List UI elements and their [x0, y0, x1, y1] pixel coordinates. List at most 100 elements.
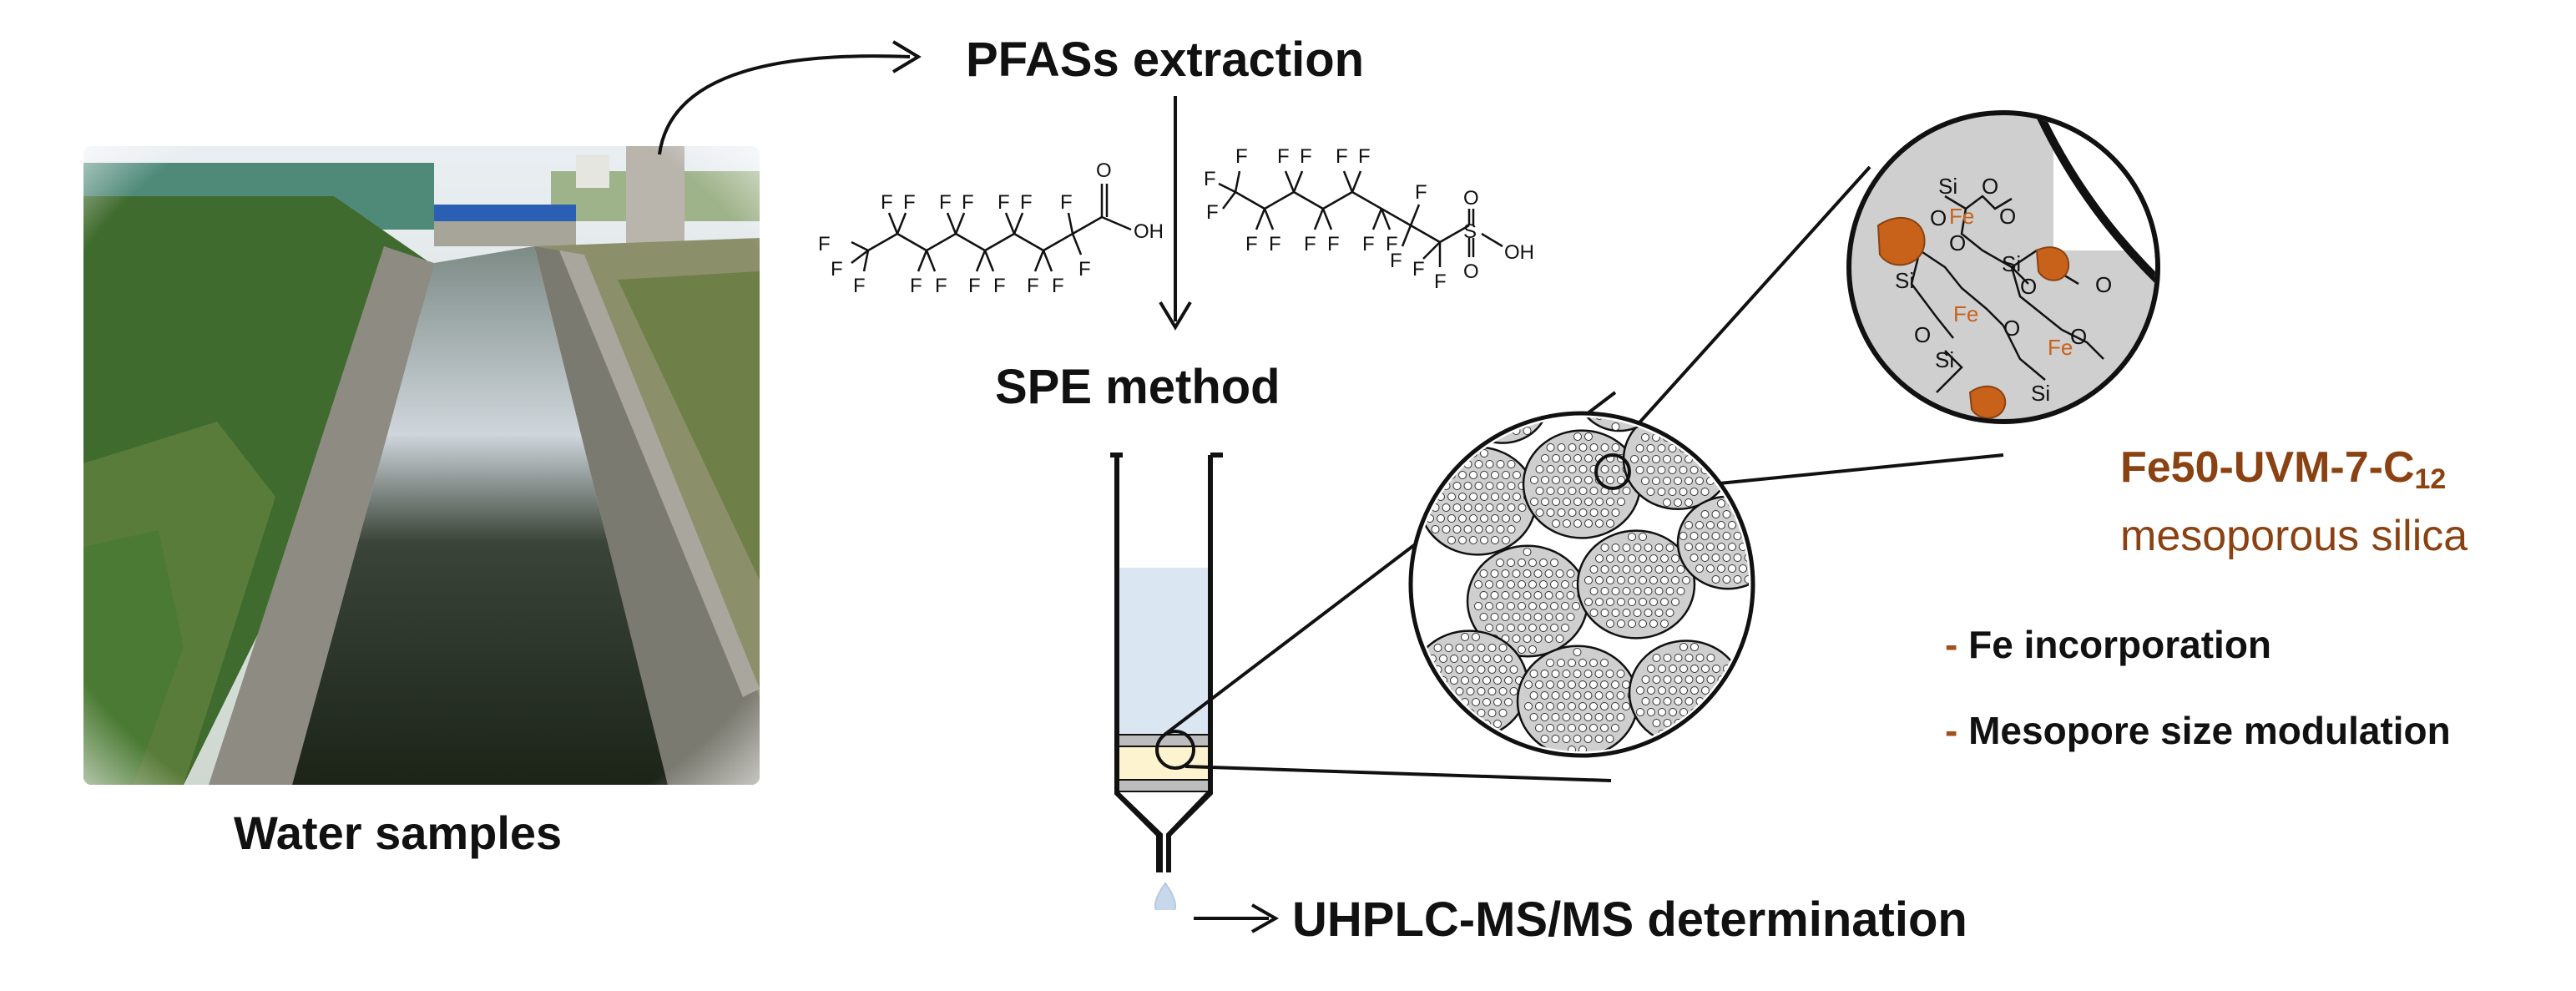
pore [1568, 680, 1576, 689]
pore [1568, 487, 1577, 495]
pore [1509, 687, 1518, 695]
pore [1479, 427, 1488, 435]
pore [1657, 488, 1666, 496]
pore [1578, 443, 1588, 452]
pore [1600, 724, 1609, 732]
pore [1529, 670, 1538, 678]
pore [1657, 444, 1666, 453]
pore [1539, 624, 1548, 632]
pore [1641, 433, 1649, 442]
pore [1477, 709, 1486, 717]
pore [1701, 730, 1710, 738]
pore [1491, 536, 1499, 544]
pore [1654, 544, 1664, 552]
pore [1502, 536, 1510, 544]
pore [1600, 587, 1609, 595]
pore [1674, 654, 1683, 662]
pore [1695, 719, 1705, 727]
pore [1512, 635, 1521, 643]
pore [1502, 406, 1509, 413]
pore [1550, 559, 1558, 567]
atom-f: F [1386, 233, 1398, 255]
pore [1578, 702, 1587, 710]
pore [1566, 613, 1575, 621]
pore [1641, 455, 1649, 463]
pore [1744, 510, 1749, 518]
atom-f: F [998, 191, 1010, 214]
pore [1485, 602, 1493, 610]
pore [1529, 713, 1538, 721]
bullet-item: - Mesopore size modulation [1945, 709, 2451, 752]
atom-f: F [1412, 258, 1425, 281]
pore [1663, 697, 1672, 705]
pore [1466, 644, 1475, 652]
pore [1485, 624, 1493, 632]
pore [1461, 655, 1469, 663]
pore [1480, 471, 1488, 479]
pore [1700, 554, 1710, 562]
pore [1485, 460, 1494, 468]
atom-f: F [1235, 145, 1248, 168]
pore [1504, 655, 1513, 663]
atom-f: F [1277, 145, 1290, 168]
pore [1485, 525, 1494, 533]
pore [1606, 519, 1614, 528]
pore [1563, 476, 1571, 484]
pore [1474, 417, 1482, 424]
pore [1612, 380, 1619, 387]
pore [1528, 559, 1537, 567]
pore [1685, 654, 1694, 662]
svg-text:Si: Si [1938, 174, 1957, 199]
pore [1447, 536, 1456, 544]
pore [1633, 609, 1642, 617]
uhplc-label: UHPLC-MS/MS determination [1292, 892, 1967, 947]
pore [1706, 654, 1715, 662]
pore [1685, 697, 1694, 705]
pore [1477, 687, 1486, 695]
pore [1512, 569, 1521, 578]
svg-text:Fe: Fe [1949, 204, 1974, 229]
pore [1744, 575, 1749, 584]
pore [1491, 493, 1499, 501]
pore [1583, 670, 1593, 678]
pore [1695, 433, 1704, 442]
pore [1475, 395, 1482, 402]
pore [1611, 465, 1620, 473]
pore [1544, 613, 1553, 621]
pore [1518, 580, 1526, 589]
atom-f: F [1327, 233, 1340, 255]
pore [1540, 713, 1549, 721]
iron-particles [1876, 217, 2070, 419]
pore [1568, 702, 1576, 710]
pore [1507, 624, 1515, 632]
svg-text:Fe: Fe [2048, 335, 2073, 360]
pore [1695, 521, 1704, 529]
pore [1578, 680, 1587, 689]
pore [1669, 708, 1677, 716]
pore [1472, 655, 1480, 663]
pore [1557, 724, 1565, 732]
pore [1706, 455, 1715, 463]
pore [1646, 466, 1655, 474]
pore [1628, 533, 1636, 541]
pore [1501, 591, 1510, 599]
pore [1479, 613, 1488, 621]
pore [1584, 598, 1593, 606]
pore [1649, 554, 1658, 563]
pore [1701, 686, 1710, 695]
pore [1490, 569, 1499, 578]
pore [1728, 564, 1736, 573]
pore [1679, 665, 1688, 673]
pore [1612, 358, 1619, 366]
pore [1616, 670, 1625, 678]
pore [1533, 591, 1543, 599]
pore [1679, 422, 1688, 431]
pore [1612, 402, 1619, 409]
pore [1600, 659, 1609, 667]
pore [1488, 644, 1497, 652]
pore [1660, 598, 1669, 606]
pore [1733, 554, 1742, 562]
pore [1616, 713, 1625, 721]
